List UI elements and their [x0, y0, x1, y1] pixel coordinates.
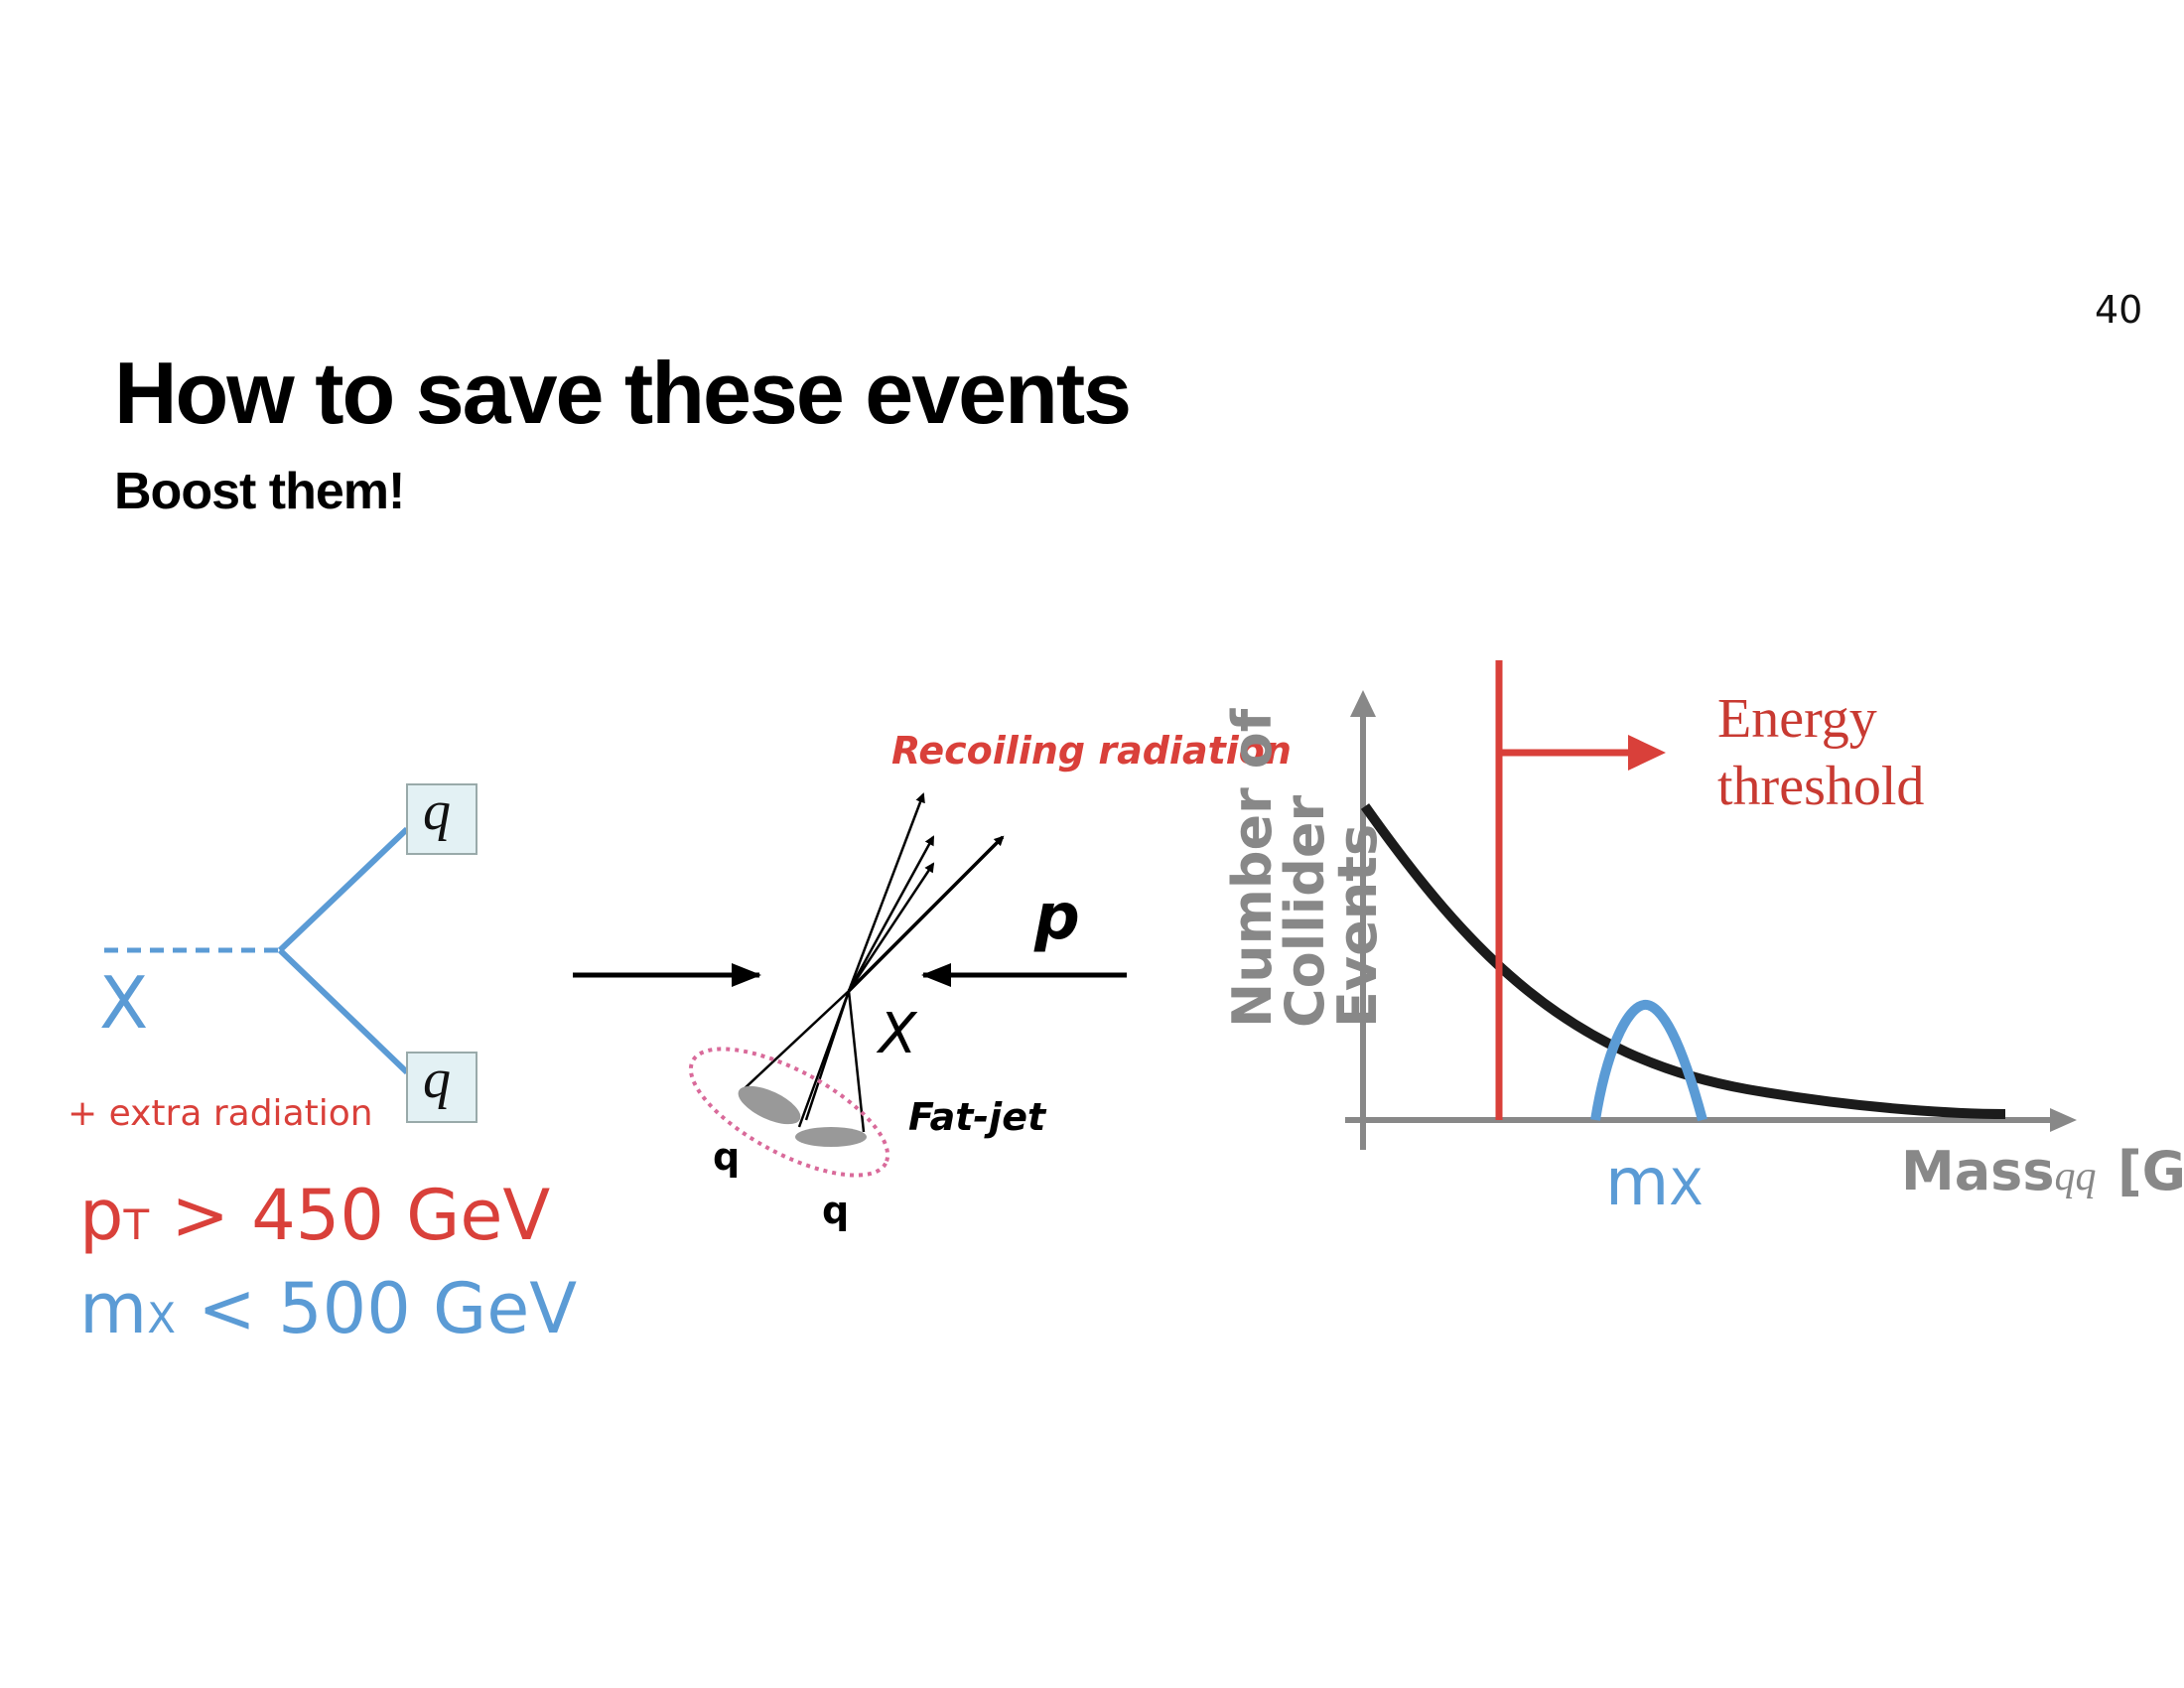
quark-box-bottom	[406, 1052, 478, 1123]
jet-quark-label-2: q	[822, 1189, 849, 1232]
signal-mass-label: mX	[1605, 1144, 1704, 1220]
jet-cone-1	[738, 1085, 801, 1125]
jet-line-1	[742, 990, 850, 1091]
jet-line-4	[847, 990, 866, 1133]
collision-sketch: Recoiling radiation p X Fat-jet q q	[573, 729, 1292, 1232]
background-falling-curve	[1360, 803, 2006, 1119]
threshold-arrow-head	[1628, 735, 1666, 771]
mx-cut: mX < 500 GeV	[79, 1268, 577, 1349]
page-subtitle: Boost them!	[114, 463, 405, 520]
threshold-label-line2: threshold	[1717, 756, 1924, 817]
x-collision-label: X	[876, 1002, 918, 1066]
quark-line-top	[277, 826, 410, 953]
jet-quark-label-1: q	[713, 1135, 740, 1179]
x-axis-label: Massqq	[1901, 1140, 2096, 1202]
quark-label-bottom: q	[423, 1049, 451, 1110]
recoiling-radiation-label: Recoiling radiation	[891, 729, 1292, 773]
kinematic-cuts: pT > 450 GeV mX < 500 GeV	[79, 1175, 577, 1349]
extra-radiation-label: + extra radiation	[68, 1093, 373, 1134]
threshold-label-line1: Energy	[1717, 688, 1877, 750]
feynman-diagram: q q X + extra radiation	[68, 780, 478, 1134]
x-axis-arrowhead	[2050, 1108, 2077, 1132]
proton-label: p	[1033, 881, 1080, 954]
jet-cone-2	[795, 1127, 867, 1147]
radiation-line-3	[847, 862, 935, 992]
page-title: How to save these events	[114, 344, 1132, 442]
fat-jet-ellipse	[688, 1047, 890, 1178]
radiation-line-1	[847, 792, 925, 992]
quark-line-bottom	[277, 947, 410, 1075]
y-axis-arrowhead	[1350, 690, 1376, 717]
page-number: 40	[2095, 288, 2143, 332]
y-axis-label: Number of Collider Events	[1221, 708, 1389, 1028]
y-axis-label-line3: Events	[1326, 824, 1389, 1028]
y-axis-label-line1: Number of	[1221, 708, 1284, 1028]
jet-line-3	[804, 990, 851, 1121]
quark-label-top: q	[423, 780, 451, 842]
x-particle-label: X	[99, 961, 148, 1045]
fat-jet-label: Fat-jet	[908, 1095, 1047, 1139]
quark-box-top	[406, 783, 478, 855]
y-axis-label-line2: Collider	[1274, 794, 1336, 1028]
radiation-line-4	[847, 835, 1005, 993]
radiation-line-2	[847, 835, 935, 992]
pt-cut: pT > 450 GeV	[79, 1175, 550, 1256]
mass-spectrum-sketch: Energy threshold Number of Collider Even…	[1221, 660, 2184, 1220]
x-axis-unit: [Ge	[2117, 1140, 2184, 1202]
signal-peak-curve	[1590, 1000, 1707, 1122]
